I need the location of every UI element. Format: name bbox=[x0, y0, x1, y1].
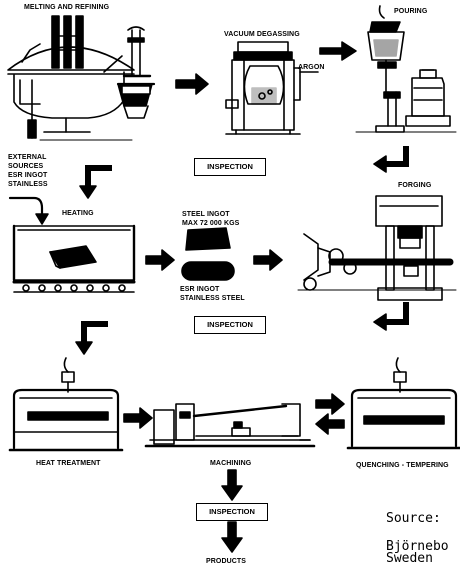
source-label: Source: bbox=[386, 512, 441, 525]
esr-ingot-shape bbox=[182, 262, 234, 280]
stage-label-heating: HEATING bbox=[62, 210, 94, 218]
flow-arrow bbox=[124, 408, 152, 428]
external-label-2: SOURCES bbox=[8, 163, 43, 171]
forging-press-illustration bbox=[298, 196, 456, 300]
flow-arrow bbox=[176, 74, 208, 94]
flow-arrow bbox=[316, 414, 344, 434]
external-label-1: EXTERNAL bbox=[8, 154, 47, 162]
stage-label-products: PRODUCTS bbox=[206, 558, 246, 566]
stage-label-machining: MACHINING bbox=[210, 460, 251, 468]
flow-arrow bbox=[222, 470, 242, 500]
inspection-box: INSPECTION bbox=[194, 158, 266, 176]
flow-arrow bbox=[316, 394, 344, 414]
flow-arrow bbox=[222, 522, 242, 552]
external-label-3: ESR INGOT bbox=[8, 172, 47, 180]
esr-steel-label: STAINLESS STEEL bbox=[180, 295, 245, 303]
flow-arrow bbox=[254, 250, 282, 270]
pouring-illustration bbox=[356, 6, 456, 132]
steel-ingot-shape bbox=[186, 228, 230, 250]
machining-lathe-illustration bbox=[146, 404, 314, 446]
stage-label-quenching: QUENCHING - TEMPERING bbox=[356, 462, 449, 470]
stage-label-forging: FORGING bbox=[398, 182, 431, 190]
inspection-box: INSPECTION bbox=[194, 316, 266, 334]
melting-furnace-illustration bbox=[8, 16, 154, 140]
vacuum-degassing-illustration bbox=[226, 42, 318, 134]
quenching-tempering-illustration bbox=[348, 358, 460, 448]
heating-furnace-illustration bbox=[14, 226, 134, 292]
flow-arrow bbox=[320, 42, 356, 60]
steel-ingot-weight: MAX 72 000 KGS bbox=[182, 220, 239, 228]
stage-label-argon: ARGON bbox=[298, 64, 325, 72]
external-label-4: STAINLESS bbox=[8, 181, 48, 189]
stage-label-pouring: POURING bbox=[394, 8, 427, 16]
stage-label-vacuum: VACUUM DEGASSING bbox=[224, 31, 300, 39]
flow-arrow-bent bbox=[384, 302, 406, 322]
stage-label-melting: MELTING AND REFINING bbox=[24, 4, 109, 12]
stage-label-heat-treatment: HEAT TREATMENT bbox=[36, 460, 101, 468]
esr-ingot-label: ESR INGOT bbox=[180, 286, 219, 294]
source-line-2: Sweden bbox=[386, 552, 433, 565]
flow-arrow-bent bbox=[384, 146, 406, 164]
flow-arrow-bent bbox=[84, 324, 108, 342]
flow-arrow bbox=[146, 250, 174, 270]
steel-ingot-label: STEEL INGOT bbox=[182, 211, 230, 219]
flow-arrow-bent bbox=[88, 168, 112, 186]
inspection-box: INSPECTION bbox=[196, 503, 268, 521]
heat-treatment-illustration bbox=[10, 358, 122, 450]
